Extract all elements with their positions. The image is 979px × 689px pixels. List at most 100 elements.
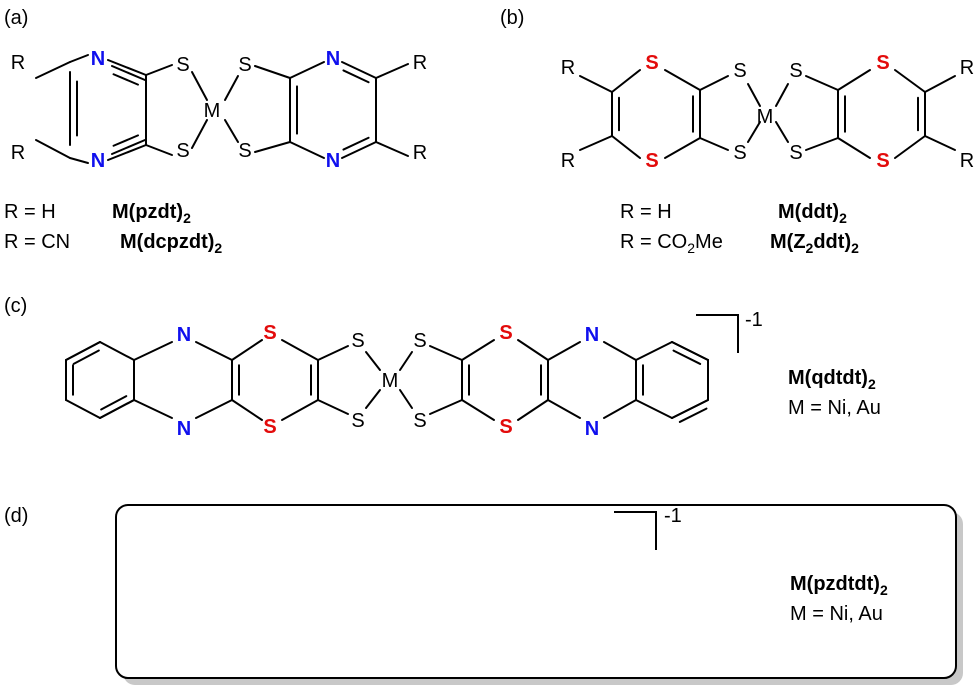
bond [317,345,349,361]
panel-c-metal-note: M = Ni, Au [788,397,881,419]
bond [664,69,701,91]
atom-s: S [176,140,189,162]
bond [699,137,729,151]
panel-a-r-line-2-r: R = CN [4,231,70,253]
bond [775,83,789,107]
bond [65,341,101,361]
bond [805,137,839,151]
bond [699,75,729,91]
panel-c-tag: (c) [4,295,27,317]
atom-s: S [733,142,746,164]
atom-n: N [326,48,340,70]
bond [191,71,208,101]
compound-post: ddt) [813,231,851,253]
bond [664,137,701,159]
compound-sub: 2 [880,582,888,598]
bond [231,339,263,361]
atom-n: N [91,48,105,70]
panel-a-r-line-1-compound: M(pzdt)2 [112,201,191,226]
atom-n: N [177,324,191,346]
compound-sub: 2 [868,376,876,392]
bond [69,54,89,63]
atom-s: S [238,54,251,76]
bond [231,399,263,421]
atom-s: S [413,410,426,432]
atom-s: S [789,60,802,82]
compound-sub: 2 [214,240,222,256]
atom-m: M [757,106,774,128]
compound-sub: 2 [183,210,191,226]
bond [281,399,319,421]
bond [111,65,146,81]
atom-r: R [413,142,427,164]
atom-s: S [499,416,512,438]
compound-sub-2: 2 [851,240,859,256]
panel-b-tag: (b) [500,7,524,29]
bond [254,141,291,153]
atom-s: S [238,140,251,162]
panel-c-legend: -1 M(qdtdt)2 M = Ni, Au [696,309,881,419]
bond [99,399,135,419]
atom-s: S [789,142,802,164]
bond [133,399,173,419]
double-bond-inner [342,136,370,151]
double-bond-inner [672,349,702,365]
bond [281,339,319,361]
atom-n: N [91,150,105,172]
bond [133,341,173,361]
compound-main: M(ddt) [778,201,839,223]
bond [671,399,709,419]
bond [191,119,208,149]
bond [195,399,233,419]
bond [289,141,325,159]
atom-r: R [960,57,974,79]
bond [145,64,173,76]
bond [35,61,71,79]
compound-main: M(pzdt) [112,201,183,223]
bond [837,69,871,91]
panel-c-compound: M(qdtdt)2 [788,367,876,392]
atom-s: S [413,330,426,352]
panel-d-tag: (d) [4,505,28,527]
bond [603,399,637,419]
bond [611,135,641,159]
atom-m: M [204,100,221,122]
bond [805,75,839,91]
bond [635,341,673,361]
bond [145,144,173,156]
bond [894,135,926,159]
panel-a-r-line-2-compound: M(dcpzdt)2 [120,231,222,256]
atom-s: S [733,60,746,82]
bond [365,389,381,409]
atom-s: S [351,330,364,352]
atom-s: S [645,52,658,74]
bond [289,61,325,79]
panel-d-charge: -1 [664,505,682,527]
bond [517,399,549,421]
bond [375,141,409,157]
bond [224,75,239,101]
bond [69,157,89,164]
atom-s: S [351,410,364,432]
atom-s: S [263,322,276,344]
panel-d-metal-note: M = Ni, Au [790,603,883,625]
bond [341,61,377,79]
compound-sub-1: 2 [806,240,814,256]
charge-bracket [696,314,739,353]
panel-c-charge: -1 [745,309,763,331]
atom-s: S [263,416,276,438]
bond [775,121,789,143]
panel-d-compound: M(pzdtdt)2 [790,573,888,598]
r-sub: 2 [687,240,695,256]
bond [461,399,495,421]
bond [924,135,956,151]
bond [375,63,409,79]
bond [195,341,233,361]
bond [747,83,761,107]
atom-r: R [960,150,974,172]
compound-pre: M(Z [770,231,806,253]
atom-r: R [561,57,575,79]
bond [224,119,239,143]
panel-d-box: -1 M(pzdtdt)2 M = Ni, Au [115,504,963,685]
